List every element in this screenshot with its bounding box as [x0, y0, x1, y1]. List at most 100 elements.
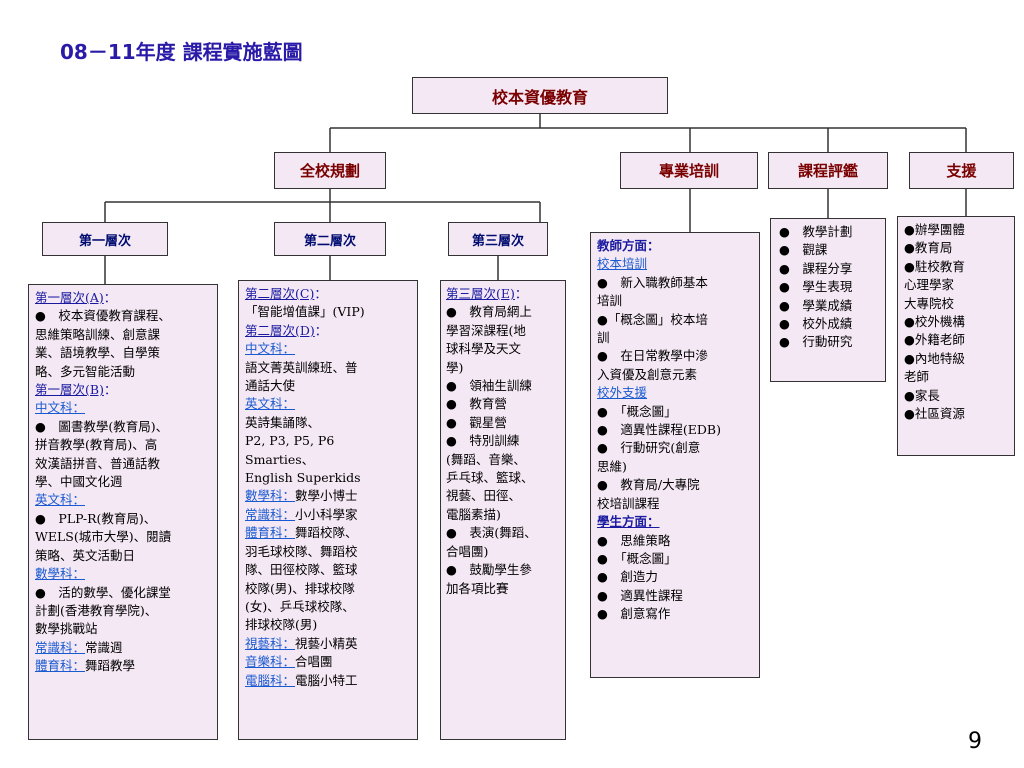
panel-line: 加各項比賽 [446, 580, 509, 596]
panel-line: 電腦科：電腦小特工 [245, 672, 358, 688]
panel-line: ●辦學團體 [904, 222, 965, 237]
panel-line: 校外支援 [597, 384, 757, 402]
panel-line: 學) [446, 359, 464, 375]
panel-line: ● 校本資優教育課程、 [35, 308, 171, 324]
panel-line: 訓 [597, 330, 610, 346]
subject-math: 數學科 [245, 488, 283, 504]
panel-line: 校本培訓 [597, 255, 757, 273]
panel-line: 英文科： [35, 492, 86, 508]
level2-node: 第二層次 [274, 222, 386, 256]
panel-line: 老師 [904, 369, 930, 385]
subject-english: 英文科 [35, 492, 73, 508]
panel-line: ● 教育局網上 [446, 304, 532, 320]
subject-gs: 常識科 [245, 506, 283, 522]
panel-line: 中文科： [245, 341, 296, 357]
panel-line: 視藝、田徑、 [446, 488, 522, 504]
panel-line: ● 圖書教學(教育局)、 [35, 418, 169, 434]
level2-panel: 第二層次(C)： 「智能增值課」(VIP) 第二層次(D)： 中文科： 語文菁英… [238, 280, 418, 740]
panel-line: ● 表演(舞蹈、 [446, 525, 537, 541]
panel-line: (女)、乒乓球校隊、 [245, 598, 355, 614]
panel-line: 心理學家 [904, 277, 955, 293]
pe-text: 舞蹈校隊、 [295, 525, 358, 541]
panel-line: 第二層次(C)： [245, 286, 327, 301]
level3-node: 第三層次 [448, 222, 548, 256]
panel-line: 思維) [597, 458, 627, 474]
level3e-heading: 第三層次(E) [446, 286, 515, 301]
cs-text: 電腦小特工 [295, 672, 358, 688]
panel-line: P2, P3, P5, P6 [245, 433, 335, 449]
panel-line: 略、多元智能活動 [35, 363, 136, 379]
panel-line: 計劃(香港教育學院)、 [35, 602, 158, 618]
panel-line: 數學科： [35, 566, 86, 582]
subject-music: 音樂科 [245, 654, 283, 670]
branch-curriculum-evaluation: 課程評鑑 [768, 152, 888, 189]
panel-line: ●內地特級 [904, 350, 965, 366]
panel-line: 思維策略訓練、創意課 [35, 326, 161, 342]
subject-math: 數學科 [35, 566, 73, 582]
pe-text: 舞蹈教學 [85, 658, 136, 674]
panel-line: 第一層次(B)： [35, 382, 117, 398]
panel-line: ● 創意寫作 [597, 606, 671, 622]
panel-line: ● 創造力 [597, 569, 658, 585]
panel-line: Smarties、 [245, 451, 315, 467]
panel-line: ● 學生表現 [779, 279, 853, 295]
panel-line: ● 活的數學、優化課堂 [35, 584, 171, 600]
level1-node: 第一層次 [42, 222, 168, 256]
panel-line: ● 適異性課程 [597, 587, 683, 603]
panel-line: 拼音教學(教育局)、高 [35, 437, 158, 453]
gs-text: 小小科學家 [295, 506, 358, 522]
panel-line: ● 教育營 [446, 396, 507, 412]
panel-line: ●駐校教育 [904, 258, 965, 274]
panel-line: ● 新入職教師基本 [597, 274, 708, 290]
panel-line: ● 學業成績 [779, 297, 853, 313]
panel-line: 效漢語拼音、普通話教 [35, 455, 161, 471]
panel-line: 學、中國文化週 [35, 474, 123, 490]
panel-line: 語文菁英訓練班、普 [245, 359, 358, 375]
subject-cs: 電腦科 [245, 672, 283, 688]
panel-line: ●家長 [904, 387, 940, 403]
panel-line: ●教育局 [904, 240, 953, 256]
panel-line: ● 教育局/大專院 [597, 477, 700, 493]
panel-line: ● PLP-R(教育局)、 [35, 510, 157, 526]
panel-line: 英詩集誦隊、 [245, 414, 321, 430]
panel-line: ● 行動研究(創意 [597, 440, 701, 456]
branch-support: 支援 [909, 152, 1014, 189]
panel-line: WELS(城市大學)、閱讀 [35, 529, 172, 545]
teacher-heading: 教師方面： [597, 238, 660, 253]
level2d-heading: 第二層次(D) [245, 322, 315, 338]
level1a-heading: 第一層次(A) [35, 290, 104, 305]
panel-line: 學習深課程(地 [446, 322, 526, 338]
panel-line: 教師方面： [597, 237, 757, 255]
gs-text: 常識週 [85, 639, 123, 655]
slide-title: 08－11年度 課程實施藍圖 [60, 40, 303, 64]
panel-line: 音樂科：合唱團 [245, 654, 333, 670]
panel-line: 電腦素描) [446, 506, 501, 522]
level2c-heading: 第二層次(C) [245, 286, 315, 301]
branch-professional-training: 專業培訓 [620, 152, 758, 189]
panel-line: ● 觀課 [779, 242, 828, 258]
inschool-heading: 校本培訓 [597, 256, 648, 272]
page-number: 9 [968, 729, 982, 754]
panel-line: (舞蹈、音樂、 [446, 451, 526, 467]
panel-line: ● 適異性課程(EDB) [597, 422, 721, 438]
panel-line: 合唱團) [446, 543, 489, 559]
panel-line: 英文科： [245, 396, 296, 412]
math-text: 數學小博士 [295, 488, 358, 504]
panel-line: ● 領袖生訓練 [446, 378, 532, 394]
subject-chinese: 中文科 [245, 341, 283, 357]
panel-line: 大專院校 [904, 295, 955, 311]
panel-line: 常識科：小小科學家 [245, 506, 358, 522]
panel-line: 第三層次(E)： [446, 286, 528, 301]
music-text: 合唱團 [295, 654, 333, 670]
subject-pe: 體育科 [245, 525, 283, 541]
student-heading: 學生方面： [597, 514, 660, 530]
panel-line: 乒乓球、籃球、 [446, 470, 534, 486]
subject-chinese: 中文科 [35, 400, 73, 416]
panel-line: ● 特別訓練 [446, 433, 520, 449]
va-text: 視藝小精英 [295, 635, 358, 651]
panel-line: ● 課程分享 [779, 260, 853, 276]
panel-line: 校培訓課程 [597, 495, 660, 511]
subject-pe: 體育科 [35, 658, 73, 674]
panel-line: 中文科： [35, 400, 86, 416]
